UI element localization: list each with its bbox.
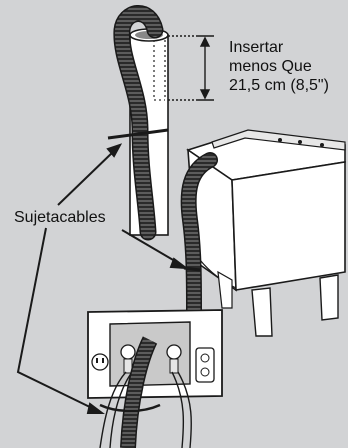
electrical-outlet-left xyxy=(91,353,109,371)
cable-tie-wallbox xyxy=(99,403,161,413)
drain-hose-upper xyxy=(113,5,164,241)
supply-hoses xyxy=(99,371,193,448)
drain-hose-machine xyxy=(180,152,218,318)
insert-depth-dimension xyxy=(168,35,214,101)
insert-note-line1: Insertar xyxy=(229,39,284,56)
drain-hose-wallbox xyxy=(120,336,158,448)
insert-depth-note: Insertar menos Que 21,5 cm (8,5") xyxy=(229,38,329,95)
inserted-hose-dashed xyxy=(153,40,166,101)
insert-note-line2: menos Que xyxy=(229,58,312,75)
water-valves xyxy=(120,344,182,374)
washing-machine xyxy=(186,129,346,337)
electrical-outlet-right xyxy=(195,347,215,383)
callout-arrows xyxy=(16,143,190,414)
cable-ties-label: Sujetacables xyxy=(12,208,108,227)
cable-tie-standpipe xyxy=(107,128,169,140)
wall-outlet-box xyxy=(87,309,223,399)
insert-note-line3: 21,5 cm (8,5") xyxy=(229,77,329,94)
